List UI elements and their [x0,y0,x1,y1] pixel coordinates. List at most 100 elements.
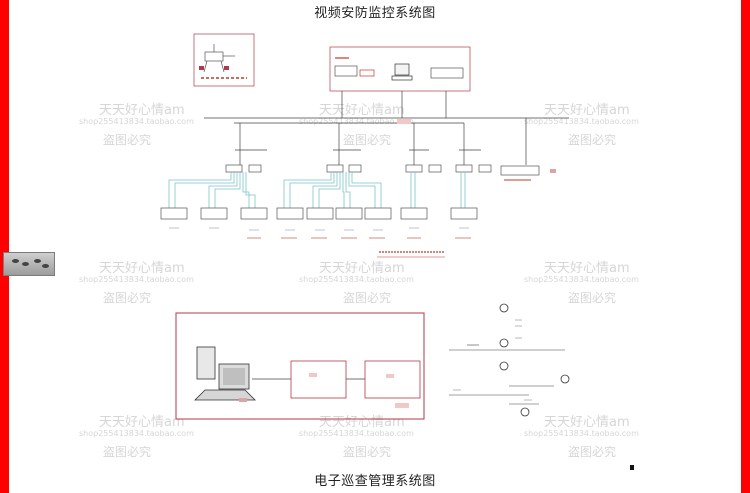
camera-unit [276,207,304,220]
legend-connector [220,60,225,73]
legend-device-symbol [204,51,224,62]
watermark-text: 天天好心情am [319,103,405,118]
watermark-notice: 盗图必究 [568,290,616,305]
watermark-text: 天天好心情am [319,261,405,276]
checkpoint-node [499,303,509,313]
watermark-text: 天天好心情am [544,415,630,430]
cctv-system-title: 视频安防监控系统图 [314,6,436,21]
watermark-url: shop255413834.taobao.com [299,117,414,126]
camera-unit [306,207,334,220]
dvr-host [334,65,358,77]
camera-unit [335,207,363,220]
switch-power-box [248,164,262,173]
display-wall [430,67,464,79]
cable-bundle [283,172,382,208]
computer-icon [194,346,256,401]
watermark-block: 天天好心情am shop255413834.taobao.com 盗图必究 [79,103,194,147]
watermark-url: shop255413834.taobao.com [524,429,639,438]
device-thumbnail-icon [3,252,55,276]
watermark-notice: 盗图必究 [343,444,391,459]
watermark-notice: 盗图必究 [343,290,391,305]
camera-unit [400,207,428,220]
checkpoint-node [499,338,509,348]
camera-unit [240,207,268,220]
switch-power-box [348,164,362,173]
host-label-box [359,69,375,77]
guard-tour-frame [175,312,425,420]
watermark-text: 天天好心情am [319,415,405,430]
guard-tour-diagram [175,303,634,470]
guard-tour-system-title: 电子巡查管理系统图 [314,474,436,489]
right-red-border [741,0,750,493]
computer-label [239,398,247,402]
watermark-text: 天天好心情am [544,103,630,118]
auxiliary-indicator [550,169,556,173]
left-red-border [0,0,9,493]
watermark-block: 天天好心情am shop255413834.taobao.com 盗图必究 [79,415,194,459]
camera-unit [364,207,392,220]
operator-pc-base [391,75,413,81]
watermark-url: shop255413834.taobao.com [524,117,639,126]
black-marker [630,465,634,470]
cctv-diagram [160,33,569,258]
switch-power-box [478,164,492,173]
checkpoint-node [499,361,509,371]
cable-bundle [168,172,256,208]
computer-screen [223,368,245,385]
watermark-notice: 盗图必究 [103,132,151,147]
watermark-text: 天天好心情am [99,415,185,430]
patrol-reader [364,360,421,399]
watermark-url: shop255413834.taobao.com [299,275,414,284]
watermark-text: 天天好心情am [99,261,185,276]
reader-caption [395,403,409,408]
reader-label [386,374,394,378]
watermark-url: shop255413834.taobao.com [524,275,639,284]
watermark-url: shop255413834.taobao.com [79,429,194,438]
watermark-block: 天天好心情am shop255413834.taobao.com 盗图必究 [524,261,639,305]
watermark-notice: 盗图必究 [343,132,391,147]
diagram-canvas: 视频安防监控系统图 天天好心情am shop255413834.taobao.c… [9,0,741,493]
watermark-block: 天天好心情am shop255413834.taobao.com 盗图必究 [79,261,194,305]
watermark-url: shop255413834.taobao.com [79,275,194,284]
watermark-layer: 天天好心情am shop255413834.taobao.com 盗图必究 天天… [79,103,639,459]
watermark-url: shop255413834.taobao.com [79,117,194,126]
checkpoint-node [520,407,530,417]
camera-unit [160,207,188,220]
cable-bundle [410,172,466,208]
switch-power-box [428,164,442,173]
camera-unit [450,207,478,220]
watermark-block: 天天好心情am shop255413834.taobao.com 盗图必究 [524,103,639,147]
watermark-text: 天天好心情am [544,261,630,276]
watermark-notice: 盗图必究 [103,444,151,459]
operator-pc-monitor [394,63,410,76]
watermark-block: 天天好心情am shop255413834.taobao.com 盗图必究 [524,415,639,459]
computer-keyboard [194,389,256,401]
network-switch [326,164,344,173]
legend-box [193,33,255,87]
network-switch [405,164,423,173]
watermark-block: 天天好心情am shop255413834.taobao.com 盗图必究 [299,415,414,459]
camera-tags [169,227,469,231]
watermark-notice: 盗图必究 [103,290,151,305]
watermark-block: 天天好心情am shop255413834.taobao.com 盗图必究 [299,261,414,305]
legend-connector [203,60,208,73]
camera-unit [200,207,228,220]
network-switch [225,164,243,173]
auxiliary-device-box [500,165,540,176]
watermark-notice: 盗图必究 [568,444,616,459]
transfer-unit-label [309,373,317,377]
watermark-url: shop255413834.taobao.com [299,429,414,438]
checkpoint-node [560,374,570,384]
bus-label [397,119,411,124]
data-transfer-unit [290,360,347,399]
legend-mark [199,66,204,70]
watermark-notice: 盗图必究 [568,132,616,147]
watermark-block: 天天好心情am shop255413834.taobao.com 盗图必究 [299,103,414,147]
diagram-svg: 天天好心情am shop255413834.taobao.com 盗图必究 天天… [79,33,639,470]
monitoring-center-box [329,46,471,92]
computer-tower [196,346,216,380]
watermark-text: 天天好心情am [99,103,185,118]
checkpoint-labels [453,319,532,401]
legend-mark [224,66,229,70]
network-switch [455,164,473,173]
